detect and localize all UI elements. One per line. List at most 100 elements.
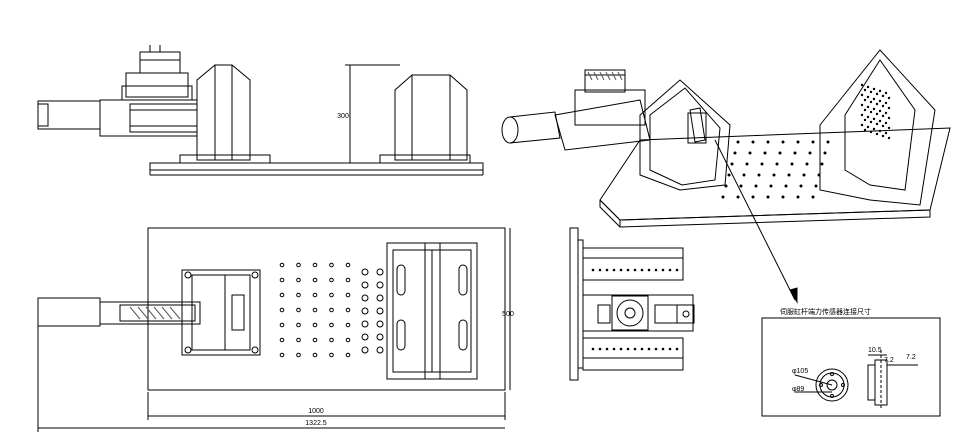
front-view: 300 (37, 45, 484, 176)
dim-500: 500 (502, 311, 514, 318)
mounting-hole (668, 347, 672, 351)
perforation-hole (869, 100, 873, 104)
mounting-hole (647, 347, 651, 351)
mounting-hole (823, 151, 827, 155)
perforation-hole (887, 136, 891, 140)
mounting-hole (296, 262, 301, 268)
mounting-hole (766, 140, 770, 144)
mounting-hole (591, 347, 595, 351)
side-holes (591, 268, 679, 351)
mounting-hole (605, 347, 609, 351)
mounting-hole (787, 173, 791, 177)
perforation-hole (863, 128, 867, 132)
perforation-hole (875, 132, 879, 136)
mounting-hole (361, 307, 369, 315)
perforation-hole (884, 91, 888, 95)
mounting-hole (279, 307, 285, 313)
mounting-hole (640, 347, 644, 351)
dim-1322-5: 1322.5 (305, 420, 327, 427)
mounting-hole (748, 151, 752, 155)
dim-d105: φ105 (792, 368, 808, 375)
perforation-hole (869, 120, 873, 124)
mounting-hole (799, 184, 803, 188)
mounting-hole (376, 294, 384, 302)
mounting-hole (811, 195, 815, 199)
perforation-hole (887, 106, 891, 110)
mounting-hole (591, 268, 595, 272)
mounting-hole (345, 277, 351, 283)
mounting-hole (730, 162, 734, 166)
mounting-hole (757, 173, 761, 177)
mounting-hole (329, 352, 334, 358)
mounting-hole (279, 277, 285, 283)
perforation-hole (866, 85, 870, 89)
mounting-hole (721, 195, 725, 199)
mounting-hole (661, 347, 665, 351)
detail-box: 伺服缸杆端力传感器连接尺寸 φ105 φ89 10.5 7.2 7.2 (761, 307, 941, 417)
detail-title: 伺服缸杆端力传感器连接尺寸 (780, 307, 871, 316)
perforation-hole (863, 108, 867, 112)
mounting-hole (345, 292, 351, 298)
perforation-hole (884, 131, 888, 135)
mounting-hole (279, 262, 285, 268)
mounting-hole (329, 322, 334, 328)
mounting-hole (312, 322, 318, 328)
mounting-hole (296, 307, 301, 313)
mounting-hole (778, 151, 782, 155)
mounting-hole (739, 184, 743, 188)
mounting-hole (296, 337, 301, 343)
mounting-hole (661, 268, 665, 272)
perforation-hole (884, 101, 888, 105)
perforation-hole (881, 94, 885, 98)
mounting-hole (361, 294, 369, 302)
mounting-hole (312, 352, 318, 358)
mounting-hole (279, 352, 285, 358)
perforation-hole (881, 114, 885, 118)
mounting-hole (598, 268, 602, 272)
mounting-hole (805, 162, 809, 166)
isometric-view (501, 49, 951, 304)
mounting-hole (312, 262, 318, 268)
mounting-hole (329, 337, 334, 343)
perforation-hole (878, 109, 882, 113)
perforation-hole (860, 123, 864, 127)
mounting-hole (376, 346, 384, 354)
perforation-hole (866, 115, 870, 119)
mounting-hole (675, 347, 679, 351)
mounting-hole (376, 307, 384, 315)
perforation-hole (869, 90, 873, 94)
mounting-hole (329, 277, 334, 283)
mounting-hole (612, 268, 616, 272)
mounting-hole (345, 262, 351, 268)
perforation-hole (872, 97, 876, 101)
perforation-hole (872, 127, 876, 131)
perforation-hole (881, 134, 885, 138)
perforation-hole (863, 118, 867, 122)
mounting-hole (784, 184, 788, 188)
perforation-hole (881, 124, 885, 128)
mounting-hole (802, 173, 806, 177)
mounting-hole (760, 162, 764, 166)
mounting-hole (329, 262, 334, 268)
mounting-hole (312, 337, 318, 343)
mounting-hole (329, 292, 334, 298)
mounting-hole (668, 268, 672, 272)
mounting-hole (763, 151, 767, 155)
mounting-hole (376, 333, 384, 341)
mounting-hole (296, 292, 301, 298)
perforation-hole (881, 104, 885, 108)
mounting-hole (736, 195, 740, 199)
mounting-hole (640, 268, 644, 272)
iso-holes (721, 140, 830, 199)
mounting-hole (781, 140, 785, 144)
mounting-hole (781, 195, 785, 199)
mounting-hole (751, 140, 755, 144)
perforation-hole (866, 95, 870, 99)
perforation-hole (863, 88, 867, 92)
mounting-hole (279, 337, 285, 343)
perforation-hole (878, 99, 882, 103)
perforation-hole (860, 93, 864, 97)
side-view (569, 227, 695, 381)
plan-view: 500 1000 1322.5 (37, 227, 514, 432)
perforation-hole (887, 126, 891, 130)
